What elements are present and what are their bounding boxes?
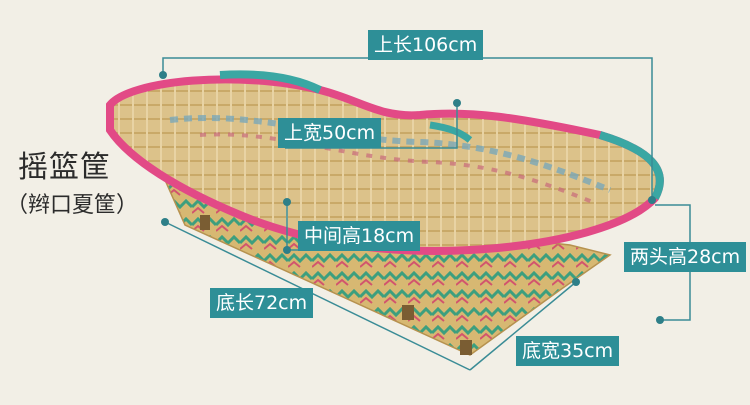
inner-pattern-band	[169, 115, 612, 193]
dimension-label-end-height: 两头高28cm	[624, 242, 747, 272]
dimension-label-bottom-width: 底宽35cm	[516, 336, 620, 366]
dimension-label-top-length: 上长106cm	[368, 30, 484, 60]
inner-pattern-band	[199, 132, 596, 205]
basket-leg	[402, 305, 414, 320]
basket-rim-accent	[429, 121, 473, 143]
dimension-label-bottom-length: 底长72cm	[210, 288, 314, 318]
dimension-label-middle-height: 中间高18cm	[298, 221, 421, 251]
dimension-label-top-width: 上宽50cm	[278, 118, 382, 148]
product-title: 摇篮筐	[18, 150, 111, 185]
product-subtitle: （辫口夏筐）	[6, 193, 139, 218]
basket-leg	[460, 340, 472, 355]
basket-rim-accent	[219, 70, 322, 94]
basket-leg	[200, 215, 210, 230]
dimension-markers	[159, 71, 664, 324]
